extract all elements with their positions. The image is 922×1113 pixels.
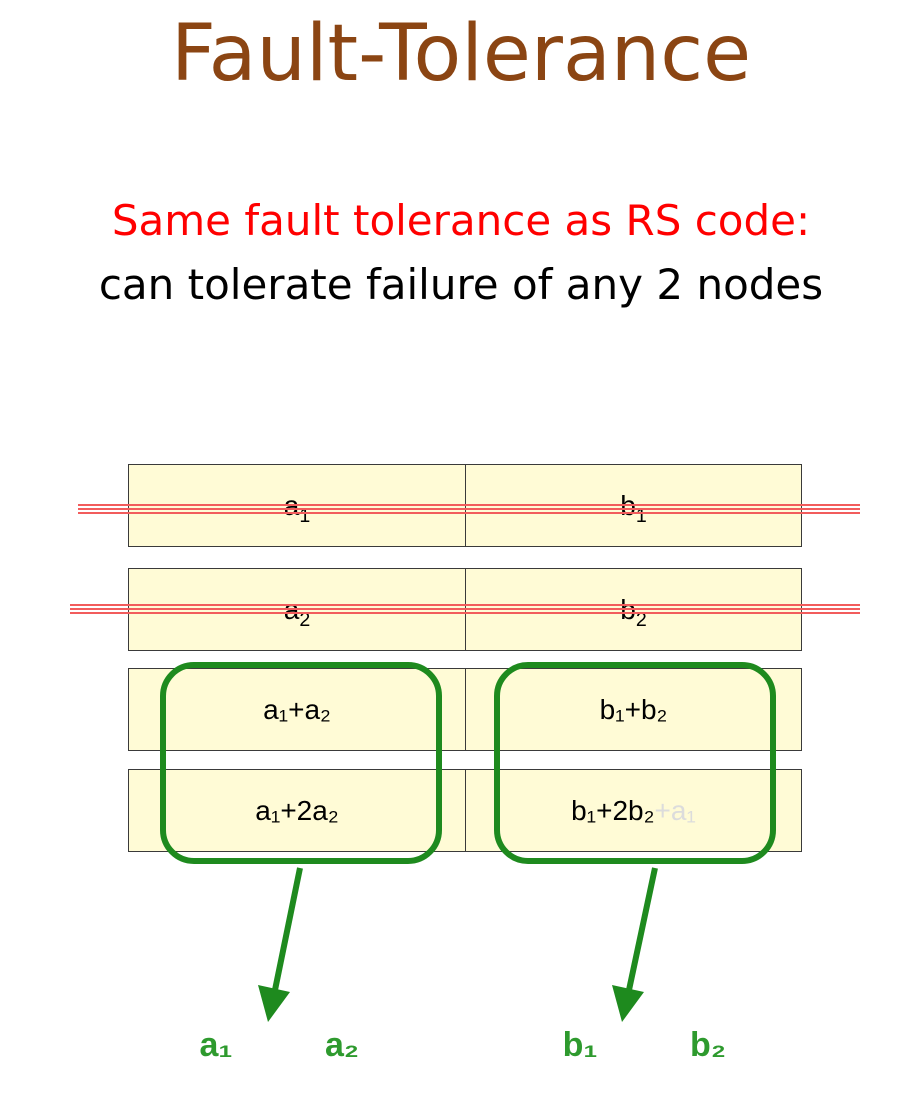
- failure-strike-node-1: [78, 504, 860, 514]
- recovered-a2: a₂: [324, 1026, 360, 1064]
- subtitle-highlight: Same fault tolerance as RS code:: [111, 196, 811, 245]
- surviving-left-group: [160, 662, 442, 864]
- recovered-a1: a₁: [199, 1026, 233, 1064]
- decode-arrow-left: [258, 867, 303, 1022]
- recovered-b2: b₂: [690, 1026, 726, 1064]
- failure-strike-node-2: [70, 604, 860, 614]
- cell-label-a1-plus-2a2: a₁+2a₂: [255, 794, 339, 826]
- cell-label-b1-plus-b2: b₁+b₂: [599, 693, 668, 725]
- surviving-right-group: [494, 662, 776, 864]
- cell-label-a1-plus-a2: a₁+a₂: [263, 693, 331, 725]
- subtitle-detail: can tolerate failure of any 2 nodes: [98, 260, 824, 309]
- slide-title: Fault-Tolerance: [170, 9, 752, 99]
- recovered-b1: b₁: [562, 1026, 598, 1064]
- decode-arrow-right: [612, 867, 658, 1022]
- cell-label-b1-plus-2b2: b₁+2b₂+a₁: [571, 794, 696, 826]
- faint-a1-term: +a₁: [654, 794, 696, 826]
